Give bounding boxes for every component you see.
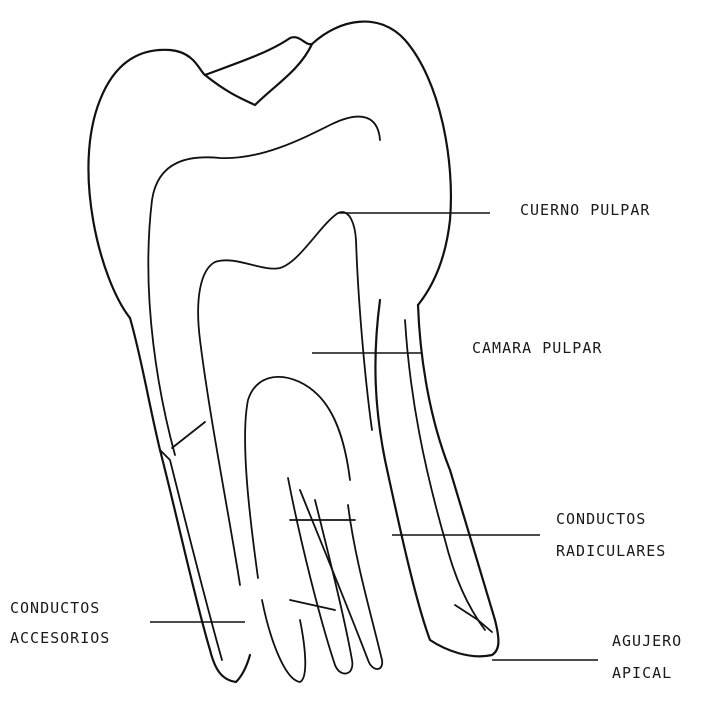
- root-division-line: [160, 450, 222, 660]
- label-camara-pulpar: CAMARA PULPAR: [472, 339, 602, 357]
- label-conductos-radiculares-line1: CONDUCTOS: [556, 510, 646, 528]
- mesial-root-outline: [130, 318, 250, 682]
- middle-root-right: [300, 490, 382, 669]
- dentin-enamel-junction: [148, 117, 380, 455]
- middle-root-center: [288, 478, 352, 674]
- label-cuerno-pulpar: CUERNO PULPAR: [520, 201, 650, 219]
- label-conductos-accesorios-line1: CONDUCTOS: [10, 599, 100, 617]
- apical-foramen-outline: [455, 605, 492, 632]
- label-conductos-radiculares-line2: RADICULARES: [556, 542, 666, 560]
- crown-outline: [88, 22, 450, 318]
- root-crack-line: [172, 422, 205, 448]
- distal-root-canal: [405, 320, 485, 630]
- label-agujero-apical-line2: APICAL: [612, 664, 672, 682]
- label-agujero-apical-line1: AGUJERO: [612, 632, 682, 650]
- occlusal-groove: [205, 44, 312, 105]
- label-conductos-accesorios-line2: ACCESORIOS: [10, 629, 110, 647]
- middle-root-left: [262, 600, 305, 682]
- pulp-chamber-outline: [198, 212, 372, 585]
- root-canal-branch-2: [290, 600, 335, 610]
- pulp-cavity-inner: [245, 377, 350, 578]
